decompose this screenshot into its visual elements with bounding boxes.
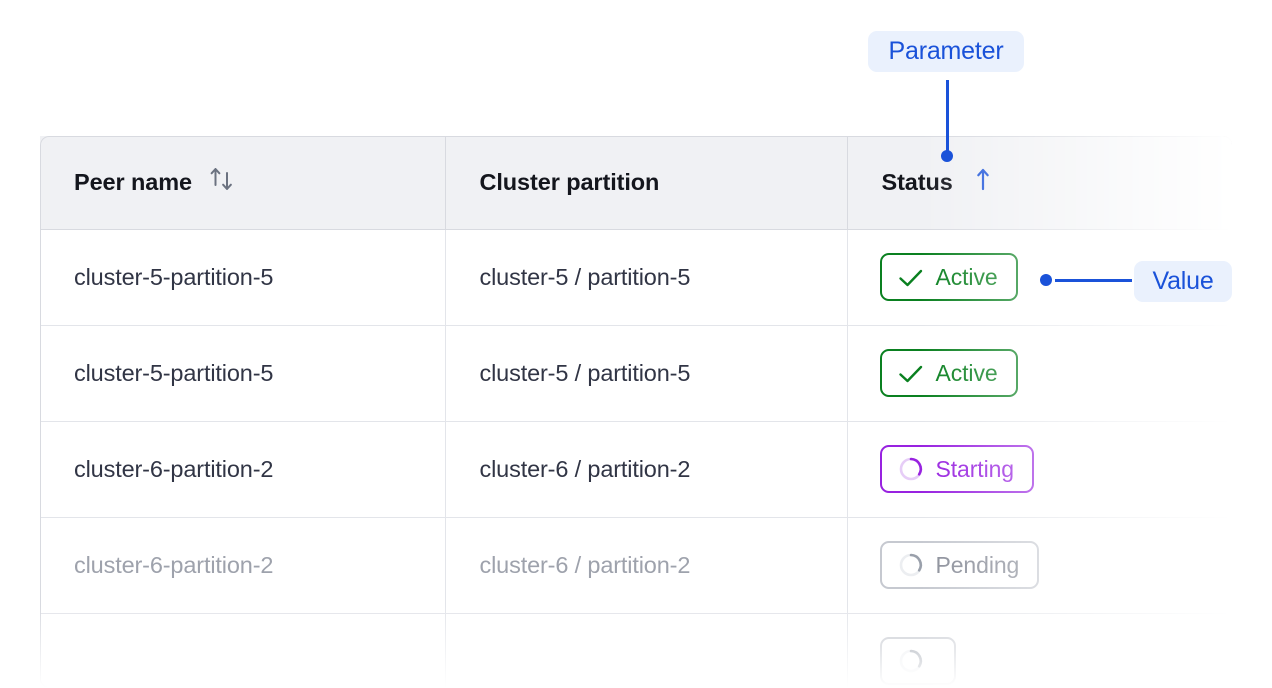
cell-status [847, 613, 1232, 688]
annotation-dot-parameter [941, 150, 953, 162]
sort-asc-icon[interactable] [969, 164, 997, 200]
cell-status: Active [847, 325, 1232, 422]
status-badge-active: Active [879, 349, 1018, 397]
cell-status: Active [847, 229, 1232, 326]
status-badge-starting: Starting [879, 445, 1034, 493]
peers-table: Peer name Cluster partition [40, 136, 1232, 688]
column-header-status[interactable]: Status [847, 136, 1232, 230]
cell-status: Starting [847, 421, 1232, 518]
status-badge-active: Active [879, 253, 1018, 301]
annotation-leader-line-value [1055, 279, 1132, 282]
table-row[interactable]: cluster-6-partition-2 cluster-6 / partit… [40, 421, 1232, 518]
table-row[interactable] [40, 613, 1232, 688]
cell-cluster-partition: cluster-5 / partition-5 [445, 229, 848, 326]
annotation-callout-parameter: Parameter [868, 31, 1024, 72]
check-icon [898, 363, 924, 383]
cell-cluster-partition: cluster-5 / partition-5 [445, 325, 848, 422]
column-header-label: Peer name [74, 168, 192, 195]
cell-peer-name: cluster-6-partition-2 [40, 517, 446, 614]
cell-status: Pending [847, 517, 1232, 614]
column-header-cluster-partition[interactable]: Cluster partition [445, 136, 848, 230]
cell-peer-name [40, 613, 446, 688]
table-header-row: Peer name Cluster partition [40, 136, 1232, 230]
spinner-icon [898, 648, 924, 674]
sort-both-icon[interactable] [208, 164, 236, 200]
peers-table-container: Peer name Cluster partition [40, 136, 1232, 688]
status-badge-label: Starting [935, 455, 1015, 482]
cell-cluster-partition: cluster-6 / partition-2 [445, 517, 848, 614]
cell-cluster-partition [445, 613, 848, 688]
table-row[interactable]: cluster-5-partition-5 cluster-5 / partit… [40, 325, 1232, 422]
status-badge-pending [879, 637, 956, 685]
table-header: Peer name Cluster partition [40, 136, 1232, 230]
column-header-peer-name[interactable]: Peer name [40, 136, 446, 230]
spinner-icon [898, 552, 924, 578]
table-row[interactable]: cluster-5-partition-5 cluster-5 / partit… [40, 229, 1232, 326]
table-body: cluster-5-partition-5 cluster-5 / partit… [40, 229, 1232, 688]
annotation-dot-value [1040, 274, 1052, 286]
annotation-leader-line-parameter [946, 80, 949, 156]
column-header-label: Status [881, 168, 953, 195]
cell-peer-name: cluster-5-partition-5 [40, 229, 446, 326]
status-badge-label: Pending [935, 551, 1020, 578]
column-header-label: Cluster partition [479, 168, 660, 195]
cell-peer-name: cluster-5-partition-5 [40, 325, 446, 422]
cell-cluster-partition: cluster-6 / partition-2 [445, 421, 848, 518]
status-badge-label: Active [935, 263, 998, 290]
annotation-callout-value: Value [1134, 261, 1232, 302]
table-row[interactable]: cluster-6-partition-2 cluster-6 / partit… [40, 517, 1232, 614]
status-badge-pending: Pending [879, 541, 1040, 589]
status-badge-label: Active [935, 359, 998, 386]
check-icon [898, 267, 924, 287]
cell-peer-name: cluster-6-partition-2 [40, 421, 446, 518]
spinner-icon [898, 456, 924, 482]
